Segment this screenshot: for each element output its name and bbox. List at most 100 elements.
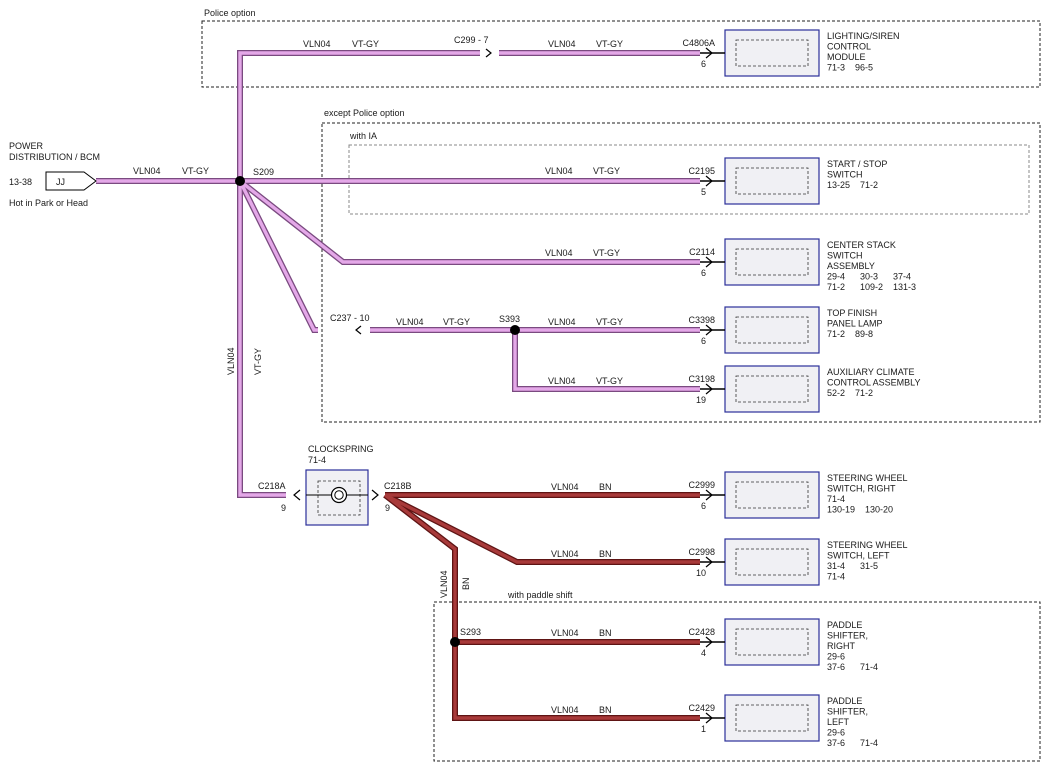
wire-color-label: VT-GY — [593, 166, 620, 176]
splice-dot — [450, 637, 460, 647]
splice-s293-label: S293 — [460, 627, 481, 637]
component-name-line: 130-19 130-20 — [827, 505, 893, 515]
wire-color-label: VT-GY — [593, 248, 620, 258]
wire-circuit-label: VLN04 — [545, 166, 573, 176]
clockspring-title: CLOCKSPRING — [308, 444, 374, 454]
inline-connector-c237-label: C237 - 10 — [330, 313, 370, 323]
power-distribution-source: POWER DISTRIBUTION / BCM 13-38 JJ Hot in… — [9, 141, 100, 208]
wire-color-label: BN — [599, 482, 612, 492]
component-inner-box — [735, 167, 809, 195]
component-box — [724, 306, 820, 354]
component-name-line: 52-2 71-2 — [827, 388, 873, 398]
component-name-line: STEERING WHEEL — [827, 540, 908, 550]
region-paddle-shift: with paddle shift — [433, 590, 1041, 762]
region-with-ia: with IA — [348, 131, 1030, 215]
component-name-line: PADDLE — [827, 620, 862, 630]
clockspring-ref: 71-4 — [308, 455, 326, 465]
component-name-line: STEERING WHEEL — [827, 473, 908, 483]
wire-circuit-label: VLN04 — [548, 39, 576, 49]
component-name-line: 29-6 — [827, 652, 845, 662]
component-name-line: LEFT — [827, 717, 850, 727]
component-name-line: 71-4 — [827, 494, 845, 504]
component-inner-box — [735, 248, 809, 276]
splice-s393-label: S393 — [499, 314, 520, 324]
pin-label: 6 — [701, 336, 706, 346]
splice-s209-label: S209 — [253, 167, 274, 177]
wire-color-label: VT-GY — [352, 39, 379, 49]
clockspring-coil-icon — [330, 486, 348, 504]
connector-label: C2998 — [688, 547, 715, 557]
wire-color-label: VT-GY — [596, 39, 623, 49]
region-except-police-label: except Police option — [324, 108, 405, 118]
pin-label: 5 — [701, 187, 706, 197]
component-name-line: PANEL LAMP — [827, 319, 883, 329]
source-connector-shape — [45, 171, 97, 191]
wire-color-label: BN — [599, 628, 612, 638]
wire-color-label: VT-GY — [596, 317, 623, 327]
clockspring-out-connector: C218B — [384, 481, 412, 491]
wire-circuit-label: VLN04 — [303, 39, 331, 49]
connector-label: C2195 — [688, 166, 715, 176]
wire-color-label: VT-GY — [596, 376, 623, 386]
connector-arrow-icon — [705, 712, 713, 724]
source-ref: 13-38 — [9, 177, 32, 187]
wire-color-label: BN — [599, 705, 612, 715]
component-name-line: TOP FINISH — [827, 308, 877, 318]
wire-circuit-label: VLN04 — [545, 248, 573, 258]
wire-color-label-vertical: VT-GY — [253, 348, 263, 375]
wire-circuit-label: VLN04 — [133, 166, 161, 176]
component-name-line: SHIFTER, — [827, 631, 868, 641]
pin-label: 6 — [701, 501, 706, 511]
wire-circuit-label: VLN04 — [548, 376, 576, 386]
component-name-line: AUXILIARY CLIMATE — [827, 367, 915, 377]
component-name-line: SWITCH, RIGHT — [827, 484, 896, 494]
pin-label: 10 — [696, 568, 706, 578]
component-name-line: 37-6 71-4 — [827, 738, 878, 748]
connector-label: C2114 — [689, 247, 715, 257]
pin-label: 1 — [701, 724, 706, 734]
splice-s393: S393 — [499, 314, 520, 335]
inline-connector-c299: C299 - 7 — [454, 35, 492, 58]
component-name-line: 37-6 71-4 — [827, 662, 878, 672]
component-name-line: PADDLE — [827, 696, 862, 706]
clockspring-in-pin: 9 — [281, 503, 286, 513]
component-name-line: CONTROL — [827, 42, 871, 52]
wire-circuit-label: VLN04 — [551, 705, 579, 715]
pin-label: 4 — [701, 648, 706, 658]
connector-arrow-icon — [705, 556, 713, 568]
component-name-line: START / STOP — [827, 159, 887, 169]
wire-labels-vtgy: VLN04 VT-GY VLN04 VT-GY VLN04 VT-GY VLN0… — [133, 39, 623, 386]
wire-circuit-label: VLN04 — [551, 628, 579, 638]
wire-circuit-label-vertical: VLN04 — [439, 570, 449, 598]
component-box — [724, 365, 820, 413]
source-title-line2: DISTRIBUTION / BCM — [9, 152, 100, 162]
connector-label: C4806A — [682, 38, 715, 48]
component-box — [724, 471, 820, 519]
component-box — [724, 538, 820, 586]
wire-circuit-label: VLN04 — [551, 549, 579, 559]
wire-color-label: VT-GY — [443, 317, 470, 327]
component-name-line: SWITCH — [827, 251, 863, 261]
component-name-line: 29-4 30-3 37-4 — [827, 272, 911, 282]
inline-connector-c299-label: C299 - 7 — [454, 35, 489, 45]
component-box — [724, 157, 820, 205]
component-inner-box — [735, 316, 809, 344]
component-inner-box — [735, 481, 809, 509]
component-name-line: CONTROL ASSEMBLY — [827, 378, 921, 388]
region-paddle-label: with paddle shift — [507, 590, 573, 600]
connector-label: C2428 — [688, 627, 715, 637]
component-name-line: 71-3 96-5 — [827, 63, 873, 73]
source-connector-label: JJ — [56, 177, 65, 187]
component-inner-box — [735, 704, 809, 732]
component-box — [724, 618, 820, 666]
component-name-line: LIGHTING/SIREN — [827, 31, 900, 41]
region-police-label: Police option — [204, 8, 256, 18]
component-name-line: CENTER STACK — [827, 240, 896, 250]
component-name-line: SWITCH — [827, 170, 863, 180]
connector-arrow-icon — [705, 324, 713, 336]
